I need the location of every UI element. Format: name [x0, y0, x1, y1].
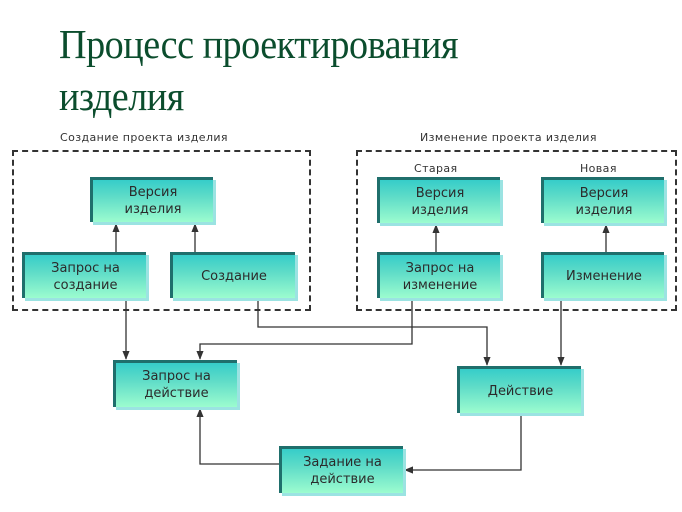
node-label: Версия изделия	[575, 185, 633, 218]
edge-creation-to-action	[257, 298, 491, 366]
title-line-2: изделия	[59, 73, 184, 119]
node-request-action[interactable]: Запрос на действие	[113, 360, 237, 407]
node-label: Версия изделия	[124, 185, 182, 217]
node-action[interactable]: Действие	[457, 366, 581, 413]
title-line-1: Процесс проектирования	[59, 21, 459, 67]
page-title: Процесс проектирования изделия	[59, 18, 458, 122]
group-change-project	[356, 150, 677, 311]
node-label: Задание на действие	[303, 455, 382, 487]
node-label: Версия изделия	[411, 185, 469, 218]
node-version-create[interactable]: Версия изделия	[90, 177, 213, 222]
group-label-change: Изменение проекта изделия	[420, 131, 597, 144]
node-label: Запрос на действие	[142, 369, 211, 401]
label-new: Новая	[580, 162, 617, 175]
edge-request-change-to-request-action	[196, 298, 413, 360]
node-request-create[interactable]: Запрос на создание	[22, 252, 146, 298]
node-creation[interactable]: Создание	[170, 252, 295, 298]
node-label: Изменение	[566, 269, 642, 284]
node-version-old[interactable]: Версия изделия	[377, 177, 500, 223]
node-label: Действие	[487, 383, 554, 399]
node-request-change[interactable]: Запрос на изменение	[377, 252, 500, 298]
node-label: Запрос на изменение	[402, 260, 478, 293]
node-change[interactable]: Изменение	[541, 252, 664, 298]
node-label: Запрос на создание	[51, 260, 120, 293]
node-version-new[interactable]: Версия изделия	[541, 177, 664, 223]
group-create-project	[12, 150, 311, 311]
node-task-action[interactable]: Задание на действие	[279, 446, 403, 493]
edge-task-to-request-action	[196, 408, 281, 465]
node-label: Создание	[201, 269, 267, 284]
edge-action-to-task	[404, 413, 522, 474]
group-label-create: Создание проекта изделия	[60, 131, 228, 144]
label-old: Старая	[414, 162, 458, 175]
